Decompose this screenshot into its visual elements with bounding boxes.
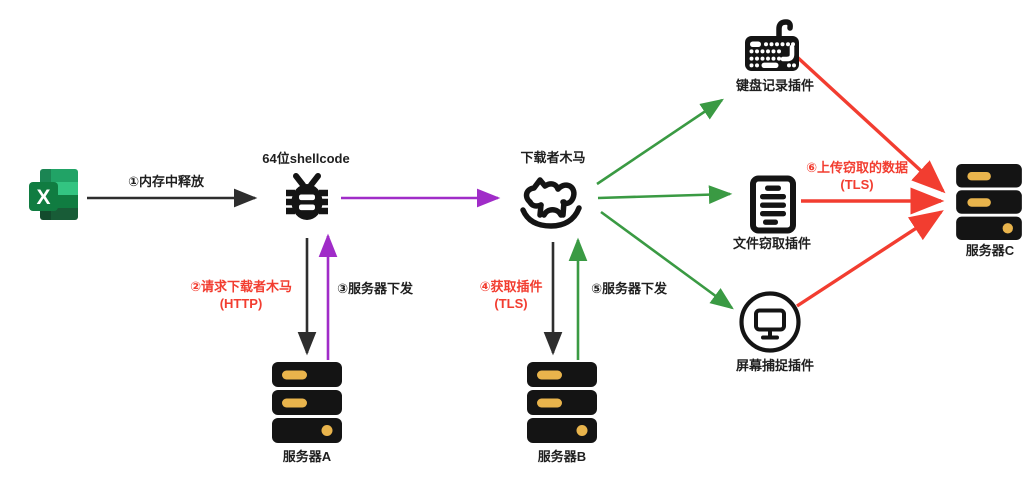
document-icon (749, 175, 797, 234)
step2-line2: (HTTP) (219, 295, 263, 311)
step1-label: ①内存中释放 (127, 174, 205, 189)
step6-line1: ⑥上传窃取的数据 (805, 160, 909, 175)
trojan-horse-icon (517, 168, 585, 238)
step5-label: ⑤服务器下发 (590, 281, 668, 296)
keyboard-icon (742, 15, 802, 75)
screen-plugin-label: 屏幕捕捉插件 (735, 358, 815, 373)
arrow-downloader-to-screen-plugin (600, 210, 734, 310)
server-a-icon (272, 362, 342, 444)
excel-icon: X (26, 166, 81, 225)
step6-label: ⑥上传窃取的数据 (TLS) (806, 160, 908, 193)
bug-icon (281, 171, 333, 224)
arrow-downloader-to-keyboard-plugin (596, 98, 724, 186)
server-c-label: 服务器C (965, 243, 1015, 258)
server-a-label: 服务器A (282, 449, 332, 464)
excel-letter: X (36, 186, 50, 209)
step2-line1: ②请求下载者木马 (189, 279, 293, 294)
server-b-label: 服务器B (537, 449, 587, 464)
arrow-screen-plugin-to-server-c (796, 210, 944, 308)
keyboard-plugin-label: 键盘记录插件 (735, 78, 815, 93)
step3-label: ③服务器下发 (336, 281, 414, 296)
downloader-label: 下载者木马 (520, 150, 586, 165)
arrow-keyboard-plugin-to-server-c (794, 54, 946, 194)
excel-x-tile (29, 182, 58, 211)
server-c-icon (956, 164, 1022, 241)
file-plugin-label: 文件窃取插件 (732, 236, 812, 251)
step4-label: ④获取插件 (TLS) (479, 279, 542, 312)
step6-line2: (TLS) (840, 176, 874, 192)
step4-line1: ④获取插件 (479, 279, 543, 294)
server-b-icon (527, 362, 597, 444)
arrow-downloader-to-file-plugin (597, 185, 733, 204)
step2-label: ②请求下载者木马 (HTTP) (190, 279, 292, 312)
step4-line2: (TLS) (494, 295, 528, 311)
monitor-icon (739, 291, 801, 353)
shellcode-label: 64位shellcode (262, 151, 350, 166)
